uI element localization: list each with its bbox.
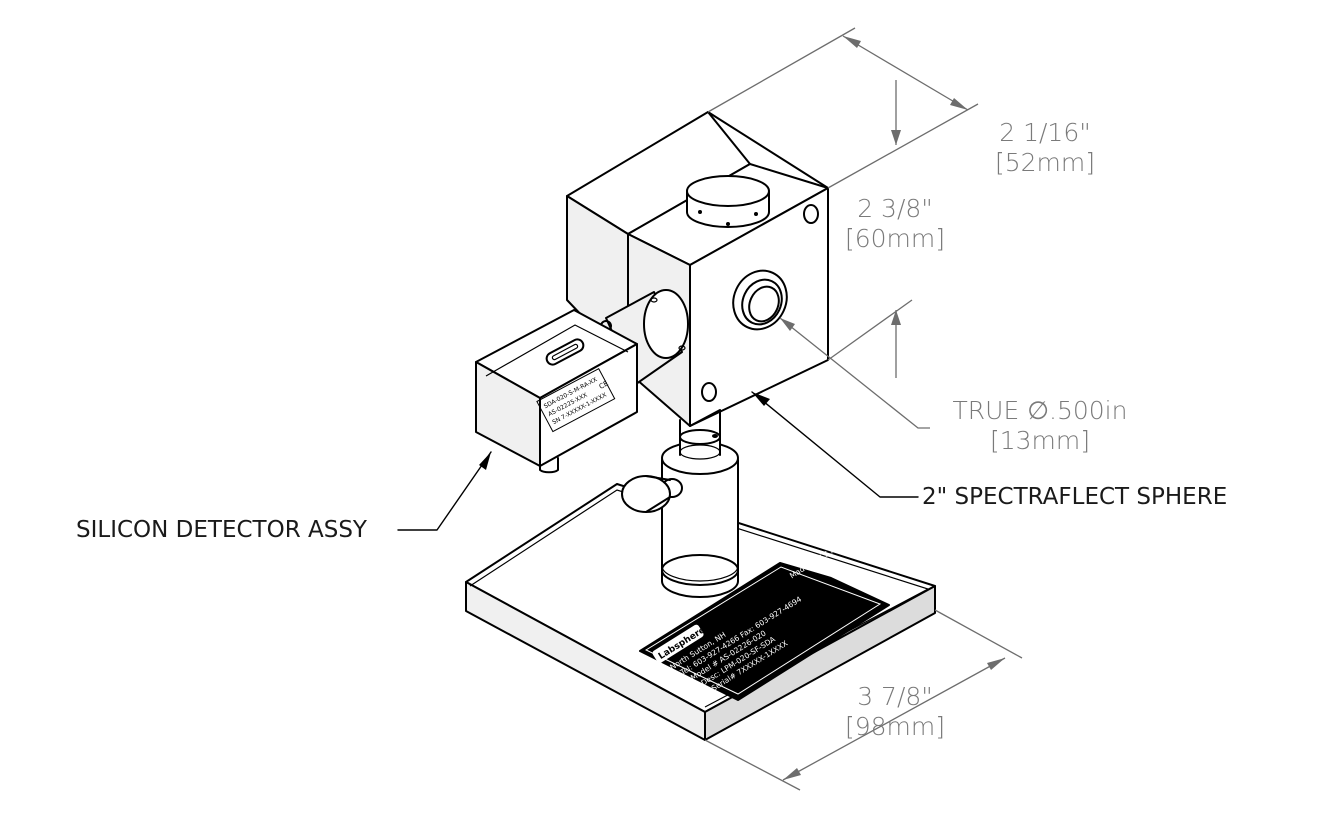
dimension-port-leader: [779, 317, 930, 429]
base-plate: [465, 483, 936, 741]
callout-detector: SILICON DETECTOR ASSY: [76, 517, 367, 543]
brand-logo: [652, 624, 704, 663]
diameter-symbol: ∅: [1027, 396, 1049, 425]
dimension-port-prefix: TRUE: [952, 396, 1020, 425]
dimension-depth-metric: [52mm]: [994, 148, 1096, 177]
dimension-base-metric: [98mm]: [844, 712, 946, 741]
ce-mark: CE: [598, 380, 610, 391]
dimension-depth: [707, 27, 979, 189]
dimension-height-metric: [60mm]: [844, 224, 946, 253]
dimension-port-line1: TRUE ∅.500in: [940, 396, 1140, 426]
dimension-port-imperial: .500in: [1049, 396, 1128, 425]
dimension-height-label: 2 3/8" [60mm]: [840, 194, 950, 254]
dimension-base: [704, 609, 1023, 791]
callout-detector-leader: [397, 451, 492, 531]
exit-port: [732, 269, 788, 331]
support-post: [621, 419, 739, 598]
dimension-base-label: 3 7/8" [98mm]: [840, 682, 950, 742]
dimension-port-label: TRUE ∅.500in [13mm]: [940, 396, 1140, 456]
detector-assembly: SDA-020-S-M-RA-XX AS-02225-XXX SN 7-XXXX…: [475, 289, 689, 474]
dimension-depth-imperial: 2 1/16": [999, 118, 1091, 147]
dimension-height: [827, 80, 913, 378]
top-cap: [686, 175, 770, 228]
dimension-port-metric: [13mm]: [989, 426, 1091, 455]
nameplate: Labsphere North Sutton, NH Tel: 603-927-…: [639, 544, 890, 701]
callout-sphere: 2" SPECTRAFLECT SPHERE: [922, 484, 1228, 510]
dimension-base-imperial: 3 7/8": [857, 682, 933, 711]
dimension-height-imperial: 2 3/8": [857, 194, 933, 223]
callout-sphere-leader: [751, 391, 919, 498]
dimension-depth-label: 2 1/16" [52mm]: [990, 118, 1100, 178]
